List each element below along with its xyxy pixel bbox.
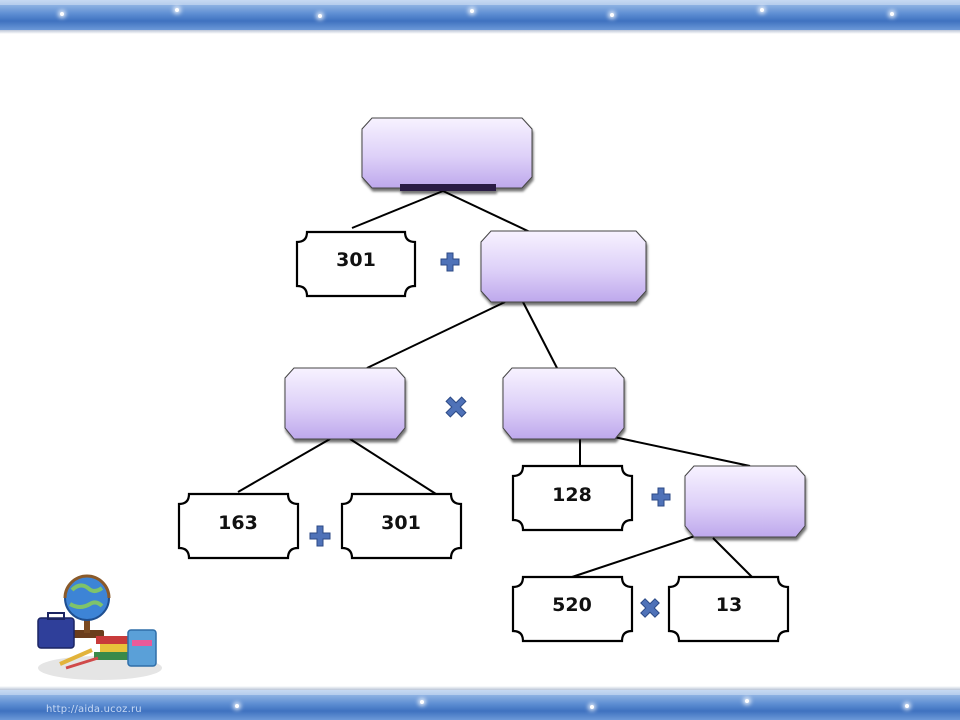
number-box-level3-left-a: 163 [177,492,300,560]
times-operator-icon [640,598,660,618]
number-label: 163 [218,512,258,534]
connector-line [522,301,558,369]
box-base-shadow [400,184,496,191]
top-decorative-band [0,0,960,30]
result-box-level3-right[interactable] [684,465,806,538]
bottom-decorative-band [0,690,960,720]
sparkle-decoration [890,12,894,16]
number-label: 128 [552,484,592,506]
number-box-level4-left: 520 [511,575,634,643]
sparkle-decoration [175,8,179,12]
result-box-root[interactable] [361,117,533,191]
bottom-band-shadow [0,686,960,690]
number-box-level3-right-a: 128 [511,464,634,532]
globe-and-school-supplies-icon [37,574,162,680]
connector-line [237,438,331,493]
number-label: 520 [552,594,592,616]
sparkle-decoration [745,699,749,703]
number-label: 301 [381,512,421,534]
connector-line [351,190,444,229]
sparkle-decoration [590,705,594,709]
sparkle-decoration [610,13,614,17]
plus-operator-icon [651,487,671,507]
connector-line [613,436,751,467]
sparkle-decoration [420,700,424,704]
footer-url: http://aida.ucoz.ru [46,704,142,715]
connector-line [349,438,437,495]
connector-line [712,537,753,578]
tree-connectors [237,190,753,578]
sparkle-decoration [235,704,239,708]
top-band-shadow [0,30,960,34]
number-box-level4-right: 13 [667,575,790,643]
sparkle-decoration [470,9,474,13]
sparkle-decoration [318,14,322,18]
result-box-level1-right[interactable] [480,230,647,303]
connector-line [366,301,506,369]
sparkle-decoration [60,12,64,16]
number-box-level1-left: 301 [295,230,417,298]
result-box-level2-right[interactable] [502,367,625,440]
number-label: 13 [716,594,742,616]
number-label: 301 [336,249,376,271]
number-box-level3-left-b: 301 [340,492,463,560]
times-operator-icon [445,396,467,418]
result-box-level2-left[interactable] [284,367,406,440]
plus-operator-icon [309,525,331,547]
plus-operator-icon [440,252,460,272]
connector-line [442,190,531,233]
sparkle-decoration [760,8,764,12]
sparkle-decoration [905,704,909,708]
connector-line [571,535,696,578]
